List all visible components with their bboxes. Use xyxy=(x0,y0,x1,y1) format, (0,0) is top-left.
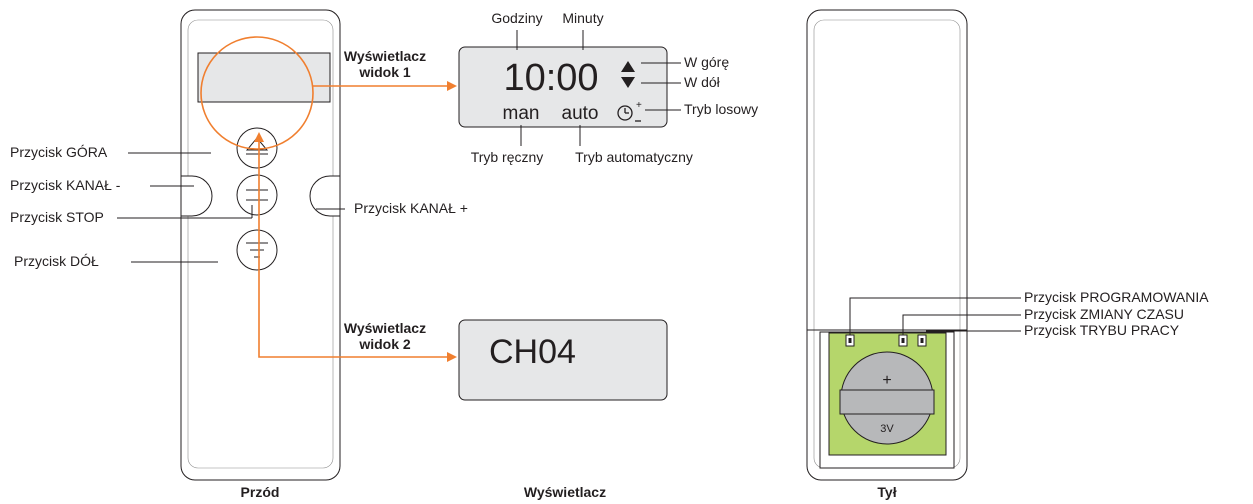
battery-voltage: 3V xyxy=(880,423,894,435)
arrow-up-icon xyxy=(621,61,635,72)
label-down-button: Przycisk DÓŁ xyxy=(14,253,99,269)
label-time-change-button: Przycisk ZMIANY CZASU xyxy=(1024,306,1184,322)
callout-view2-arrow xyxy=(258,134,455,358)
coin-battery xyxy=(839,351,935,445)
arrow-down-icon xyxy=(621,77,635,88)
lcd-view1 xyxy=(458,46,668,128)
callout-view2-line2: widok 2 xyxy=(358,336,411,352)
lcd-mode-manual: man xyxy=(503,103,540,124)
label-manual-mode: Tryb ręczny xyxy=(471,149,544,165)
down-button[interactable] xyxy=(236,229,278,271)
label-auto-mode: Tryb automatyczny xyxy=(575,149,693,165)
display-view2: Wyświetlacz widok 2 CH04 xyxy=(344,319,668,401)
callout-view1-line2: widok 1 xyxy=(358,64,411,80)
label-hours: Godziny xyxy=(491,10,542,26)
label-channel-plus: Przycisk KANAŁ + xyxy=(354,200,468,216)
lcd-time: 10:00 xyxy=(503,57,598,99)
label-minutes: Minuty xyxy=(562,10,603,26)
front-caption: Przód xyxy=(241,484,280,500)
label-program-button: Przycisk PROGRAMOWANIA xyxy=(1024,289,1209,305)
display-view1: Wyświetlacz widok 1 10:00 man auto + God… xyxy=(344,10,758,165)
up-button[interactable] xyxy=(236,127,278,169)
label-up-button: Przycisk GÓRA xyxy=(10,144,108,160)
label-w-gore: W górę xyxy=(684,54,729,70)
back-caption: Tył xyxy=(877,484,896,500)
triangle-up-icon xyxy=(245,137,269,151)
svg-text:+: + xyxy=(636,100,642,111)
label-stop-button: Przycisk STOP xyxy=(10,209,104,225)
front-remote-inner-edge xyxy=(187,19,334,469)
battery-plus: + xyxy=(882,372,891,389)
front-display-window xyxy=(197,52,331,103)
channel-plus-button[interactable] xyxy=(309,175,341,217)
callout-view1-line1: Wyświetlacz xyxy=(344,48,426,64)
stop-button[interactable] xyxy=(236,174,278,216)
label-random-mode: Tryb losowy xyxy=(684,101,758,117)
display-caption: Wyświetlacz xyxy=(524,484,606,500)
front-remote: Przycisk GÓRA Przycisk KANAŁ - Przycisk … xyxy=(10,9,468,500)
highlight-circle xyxy=(200,36,314,150)
label-mode-button: Przycisk TRYBU PRACY xyxy=(1024,322,1180,338)
callout-view2-line1: Wyświetlacz xyxy=(344,320,426,336)
lcd-mode-auto: auto xyxy=(562,103,599,124)
label-w-dol: W dół xyxy=(684,74,721,90)
lcd-view2 xyxy=(458,319,668,401)
clock-random-icon: + xyxy=(617,100,642,122)
label-channel-minus: Przycisk KANAŁ - xyxy=(10,177,121,193)
lcd-channel: CH04 xyxy=(489,333,576,371)
back-remote: + 3V Przycisk PROGRAMOWANIA Przycisk ZMI… xyxy=(806,9,1209,500)
